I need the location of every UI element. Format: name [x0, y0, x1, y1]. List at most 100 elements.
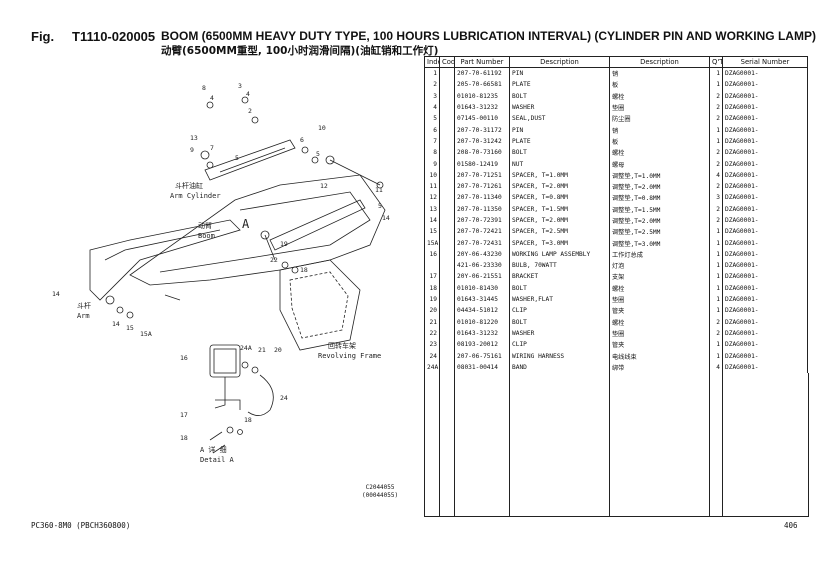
table-cell-desc: BRACKET [509, 271, 610, 283]
header-serial-number: Serial Number [722, 56, 808, 68]
table-cell-qty: 2 [709, 316, 723, 328]
table-cell-qty: 1 [709, 237, 723, 249]
table-cell-desc_cn: 垫圈 [609, 327, 710, 340]
table-cell-serial: DZAG0001- [722, 271, 808, 283]
table-cell-serial: DZAG0001- [722, 350, 808, 362]
table-cell-part: 208-70-73160 [454, 147, 510, 159]
header-description-cn: Description [609, 56, 710, 68]
table-cell-index: 22 [424, 327, 440, 340]
figure-title-chinese: 动臂(6500MM重型, 100小时润滑间隔)(油缸销和工作灯) [161, 45, 439, 57]
table-cell-code [439, 316, 455, 328]
table-cell-part: 01580-12419 [454, 158, 510, 170]
table-cell-index: 7 [424, 135, 440, 148]
table-cell-index: 20 [424, 305, 440, 317]
table-cell-serial: DZAG0001- [722, 327, 808, 340]
footer-model: PC360-8M0 (PBCH360800) [31, 521, 131, 530]
table-cell-part: 421-06-23330 [454, 260, 510, 272]
parts-table: Index Code Part Number Description Descr… [424, 56, 808, 374]
table-cell-desc: BULB, 70WATT [509, 260, 610, 272]
table-cell-desc: PLATE [509, 135, 610, 148]
table-cell-desc_cn: 灯泡 [609, 260, 710, 272]
callout-numbers: 8 4 3 4 2 13 9 7 5 10 6 5 12 11 5 14 19 … [52, 82, 390, 442]
table-cell-index: 4 [424, 101, 440, 114]
table-cell-code [439, 305, 455, 317]
table-cell-desc_cn: 垫圈 [609, 293, 710, 306]
drawing-number-1: C2044055 [365, 484, 395, 491]
table-cell-desc_cn: 螺栓 [609, 316, 710, 328]
table-cell-part: 207-70-71261 [454, 180, 510, 193]
table-cell-code [439, 192, 455, 204]
table-cell-serial: DZAG0001- [722, 248, 808, 261]
table-cell-serial: DZAG0001- [722, 305, 808, 317]
table-cell-desc_cn: 螺母 [609, 158, 710, 170]
table-cell-part: 01643-31445 [454, 293, 510, 306]
table-column-line [509, 373, 510, 516]
label-arm-cylinder: Arm Cylinder [170, 192, 221, 200]
table-cell-qty: 1 [709, 350, 723, 362]
label-boom: Boom [198, 232, 215, 240]
table-cell-serial: DZAG0001- [722, 90, 808, 102]
callout-6: 6 [300, 136, 304, 144]
table-cell-serial: DZAG0001- [722, 282, 808, 294]
callout-14a: 14 [382, 214, 390, 222]
table-cell-code [439, 327, 455, 340]
table-cell-part: 207-70-71251 [454, 169, 510, 181]
table-cell-code [439, 79, 455, 91]
table-cell-code [439, 203, 455, 215]
table-cell-code [439, 248, 455, 261]
callout-4a: 4 [210, 94, 214, 102]
table-cell-part: 20Y-06-43230 [454, 248, 510, 261]
table-cell-qty: 2 [709, 101, 723, 114]
table-cell-desc: CLIP [509, 339, 610, 351]
callout-8: 8 [202, 84, 206, 92]
table-cell-index: 17 [424, 271, 440, 283]
table-cell-serial: DZAG0001- [722, 169, 808, 181]
table-cell-desc_cn: 销 [609, 124, 710, 136]
table-cell-qty: 1 [709, 67, 723, 80]
table-cell-desc_cn: 调整垫,T=1.5MM [609, 203, 710, 215]
table-cell-qty: 1 [709, 293, 723, 306]
table-cell-desc: SEAL,DUST [509, 113, 610, 125]
table-column-line [709, 373, 710, 516]
table-cell-code [439, 282, 455, 294]
table-cell-desc_cn: 电线线束 [609, 350, 710, 362]
table-cell-index: 24 [424, 350, 440, 362]
table-cell-desc_cn: 调整垫,T=2.0MM [609, 214, 710, 227]
table-cell-part: 08193-20012 [454, 339, 510, 351]
label-detail-a-cn: A 详 细 [200, 445, 227, 454]
table-cell-qty: 1 [709, 271, 723, 283]
table-cell-index: 18 [424, 282, 440, 294]
callout-15a: 15A [140, 330, 152, 338]
callout-5b: 5 [316, 150, 320, 158]
table-cell-part: 207-70-11340 [454, 192, 510, 204]
table-cell-desc: BOLT [509, 147, 610, 159]
callout-2: 2 [248, 107, 252, 115]
table-cell-index: 16 [424, 248, 440, 261]
table-cell-part: 207-70-61192 [454, 67, 510, 80]
callout-24: 24 [280, 394, 288, 402]
table-cell-qty: 1 [709, 248, 723, 261]
table-cell-code [439, 350, 455, 362]
callout-9: 9 [190, 146, 194, 154]
drawing-number-2: (00044055) [362, 492, 399, 499]
table-cell-desc_cn: 工作灯总成 [609, 248, 710, 261]
table-cell-code [439, 90, 455, 102]
table-cell-code [439, 260, 455, 272]
callout-24a: 24A [240, 344, 252, 352]
table-cell-code [439, 226, 455, 238]
